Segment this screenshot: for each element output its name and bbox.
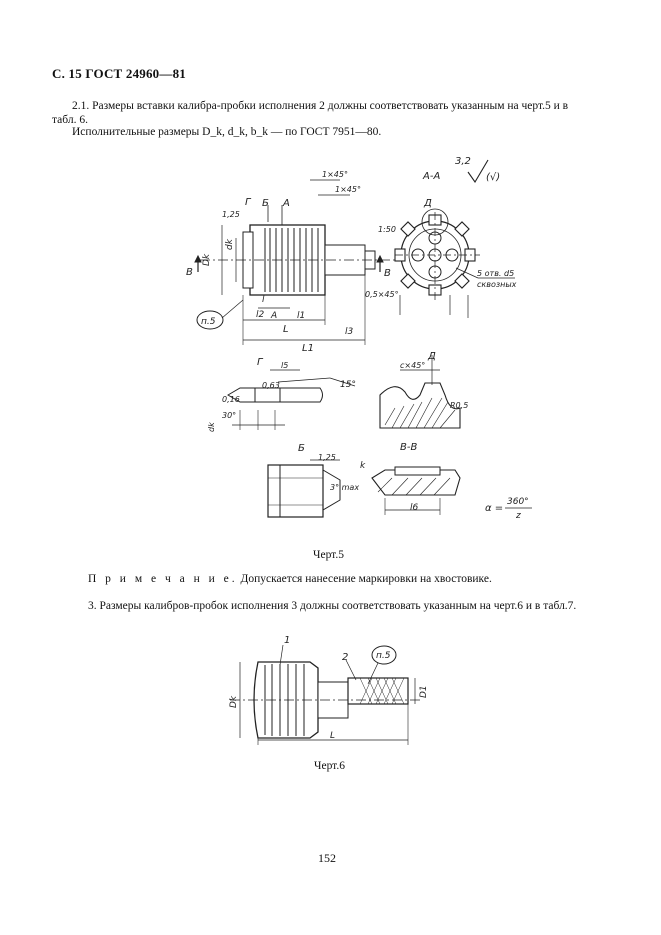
label-dim-l5: l5 — [281, 361, 288, 370]
paragraph-executive-sizes: Исполнительные размеры D_k, d_k, b_k — п… — [72, 126, 382, 138]
label-dim-l: l — [262, 295, 265, 305]
label-view-b: Б — [262, 198, 269, 209]
label-rough-063: 0,63 — [262, 381, 280, 390]
label-roughness-paren: (√) — [486, 172, 500, 183]
fig5-main-view — [194, 179, 395, 345]
label-view-g: Г — [245, 197, 252, 208]
label-dim-l1: l1 — [297, 311, 305, 321]
fig6-label-d1: D1 — [419, 685, 429, 698]
label-taper: 1:50 — [378, 225, 396, 234]
fig5-view-b — [267, 459, 341, 518]
label-angle-3: 3° max — [330, 483, 359, 492]
label-dim-l6: l6 — [410, 503, 419, 513]
fig6-label-dk: Dk — [229, 695, 239, 708]
label-view-g-title: Г — [257, 357, 264, 368]
label-holes: 5 отв. d5 — [477, 269, 514, 278]
label-dim-L1: L1 — [302, 343, 314, 354]
label-dim-l2: l2 — [256, 310, 265, 320]
fig5-section-aa — [394, 159, 515, 318]
paragraph-3: 3. Размеры калибров-пробок исполнения 3 … — [88, 600, 577, 612]
label-dim-a: А — [270, 311, 277, 321]
label-view-d-title: Д — [427, 351, 436, 362]
label-view-d: Д — [423, 198, 432, 209]
paragraph-2-1-continuation: табл. 6. — [52, 114, 88, 126]
label-angle-30: 30° — [222, 411, 236, 420]
fig6-label-item1: 1 — [284, 635, 290, 646]
label-rough-125: 1,25 — [222, 210, 240, 219]
label-k: k — [360, 461, 366, 471]
fig5-section-vv — [371, 466, 532, 515]
label-chamfer4: 0,5×45° — [365, 290, 399, 299]
label-note-ref-5: п.5 — [201, 317, 216, 327]
fig6-label-note-ref: п.5 — [376, 651, 391, 661]
label-dim-l3: l3 — [345, 327, 354, 337]
label-section-vv-title: В-В — [400, 442, 417, 453]
label-view-a: А — [282, 198, 290, 209]
figure6-caption: Черт.6 — [314, 760, 345, 772]
fig5-view-d — [379, 355, 461, 429]
label-dim-dk-small: dk — [225, 238, 235, 250]
figure5-caption: Черт.5 — [313, 549, 344, 561]
label-section-aa: А-А — [422, 171, 440, 182]
page-number: 152 — [318, 851, 336, 865]
page-header: С. 15 ГОСТ 24960—81 — [52, 66, 186, 81]
label-dim-dk: Dk — [202, 253, 212, 266]
label-dim-L: L — [283, 324, 289, 335]
label-view-v-left: В — [186, 267, 193, 278]
formula-alpha: α = — [485, 503, 503, 514]
note-prefix: П р и м е ч а н и е. — [88, 573, 238, 585]
fig6-label-l: L — [330, 731, 335, 741]
paragraph-2-1: 2.1. Размеры вставки калибра-пробки испо… — [72, 100, 569, 112]
fig5-view-g — [227, 369, 356, 430]
fig6-label-item2: 2 — [342, 652, 348, 663]
label-roughness: 3,2 — [455, 156, 471, 167]
label-chamfer1: 1×45° — [322, 170, 348, 179]
label-view-b-rough: 1,25 — [318, 453, 336, 462]
label-holes-through: сквозных — [477, 280, 517, 289]
label-rough-016: 0,16 — [222, 395, 240, 404]
label-chamfer3: с×45° — [400, 361, 425, 370]
note-paragraph: П р и м е ч а н и е. Допускается нанесен… — [88, 573, 492, 585]
fig6-drawing — [230, 644, 420, 745]
label-view-v-right: В — [384, 268, 391, 279]
label-view-g-dk: dk — [207, 422, 216, 432]
label-r05: R0,5 — [450, 401, 468, 410]
label-view-b-title: Б — [298, 443, 305, 454]
label-angle-15: 15° — [340, 380, 356, 390]
note-text: Допускается нанесение маркировки на хвос… — [237, 573, 492, 585]
label-chamfer2: 1×45° — [335, 185, 361, 194]
formula-numerator: 360° — [507, 497, 529, 507]
formula-denominator: z — [515, 511, 521, 521]
